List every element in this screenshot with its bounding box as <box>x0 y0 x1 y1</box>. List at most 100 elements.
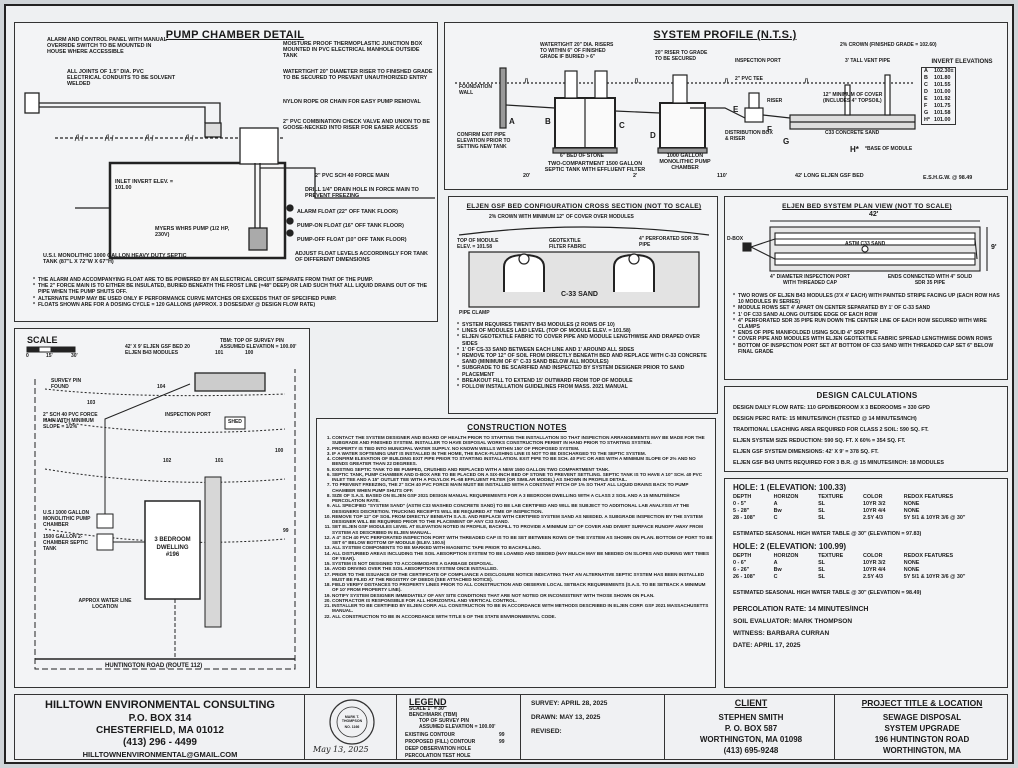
pump-note: THE ALARM AND ACCOMPANYING FLOAT ARE TO … <box>33 277 433 283</box>
invert-title: INVERT ELEVATIONS <box>931 59 993 65</box>
legend-deep-hole: DEEP OBSERVATION HOLE <box>405 746 472 752</box>
site-eljen-bed <box>194 372 266 392</box>
design-row: DESIGN DAILY FLOW RATE: 110 GPD/BEDROOM … <box>733 405 930 411</box>
contour-99: 99 <box>283 528 289 534</box>
pump-note: THE 2" FORCE MAIN IS TO EITHER BE INSULA… <box>33 283 433 295</box>
pump-note: FLOATS SHOWN ARE FOR A DOSING CYCLE = 12… <box>33 302 433 308</box>
scale-tick-30: 30' <box>71 353 78 359</box>
client-title: CLIENT <box>734 698 768 708</box>
design-row: ELJEN GSF B43 UNITS REQUIRED FOR 3 B.R. … <box>733 460 945 466</box>
eljen-label-c33: C-33 SAND <box>561 291 598 298</box>
eljen-note: 1' OF CS-33 SAND BETWEEN EACH LINE AND 1… <box>457 347 715 353</box>
plan-notes: TWO ROWS OF ELJEN B43 MODULES (3'x 4' EA… <box>733 293 1003 355</box>
plan-note: TWO ROWS OF ELJEN B43 MODULES (3'x 4' EA… <box>733 293 1003 305</box>
soil-evaluator: SOIL EVALUATOR: MARK THOMPSON <box>733 618 853 625</box>
site-label-inspection-port: INSPECTION PORT <box>165 412 211 418</box>
site-label-tbm: TBM: TOP OF SURVEY PIN ASSUMED ELEVATION… <box>220 338 297 350</box>
design-row: DESIGN PERC RATE: 15 MINUTES/INCH (TESTE… <box>733 416 917 422</box>
company-name: HILLTOWN ENVIRONMENTAL CONSULTING <box>45 699 275 711</box>
profile-label-eshgw: E.S.H.G.W. @ 98.49 <box>923 175 973 181</box>
profile-label-c33: C33 CONCRETE SAND <box>825 130 880 136</box>
site-label-survey-pin: SURVEY PIN FOUND <box>51 378 82 390</box>
site-plan-drawing <box>26 346 296 670</box>
profile-letter-b: B <box>545 117 551 126</box>
construction-note: PROPERTY IS TIED INTO MUNICIPAL WATER SU… <box>332 446 713 451</box>
legend-assumed: ASSUMED ELEVATION = 100.00' <box>419 724 496 730</box>
eljen-cross-section-title: ELJEN GSF BED CONFIGURATION CROSS SECTIO… <box>466 203 702 210</box>
contour-102: 102 <box>163 458 172 464</box>
plan-dim-9: 9' <box>991 244 997 251</box>
profile-label-cover: 12" MINIMUM OF COVER (INCLUDES 4" TOPSOI… <box>823 92 883 104</box>
plan-note: 4" PERFORATED SDR 35 PIPE RUN DOWN THE C… <box>733 318 1003 330</box>
legend-title: LEGEND <box>409 697 447 707</box>
eljen-note: SYSTEM REQUIRES TWENTY B43 MODULES (2 RO… <box>457 322 715 328</box>
site-pump-chamber <box>96 513 114 529</box>
plan-dim-42: 42' <box>869 211 879 218</box>
contour-101b: 101 <box>215 350 224 356</box>
plan-label-ends: ENDS CONNECTED WITH 4" SOLID SDR 35 PIPE <box>887 274 973 286</box>
client-phone: (413) 695-9248 <box>723 746 779 755</box>
construction-note: REMOVE TOP 12" OF SOIL FROM DIRECTLY BEN… <box>332 514 713 525</box>
seal-number: No. 1166 <box>344 725 360 729</box>
eljen-note: SUBGRADE TO BE SCARIFIED AND INSPECTED B… <box>457 365 715 377</box>
drawn-date: DRAWN: MAY 13, 2025 <box>531 714 601 721</box>
construction-note: ALL CONSTRUCTION TO BE IN ACCORDANCE WIT… <box>332 614 713 619</box>
perc-rate: PERCOLATION RATE: 14 MINUTES/INCH <box>733 606 869 613</box>
eljen-note: BREAKOUT FILL TO EXTEND 15' OUTWARD FROM… <box>457 378 715 384</box>
eljen-note: FOLLOW INSTALLATION GUIDELINES FROM MASS… <box>457 384 715 390</box>
site-dwelling <box>144 500 201 600</box>
pump-label-check-valve: 2" PVC COMBINATION CHECK VALVE AND UNION… <box>283 119 430 132</box>
project-block: PROJECT TITLE & LOCATION SEWAGE DISPOSAL… <box>837 695 1007 759</box>
title-block: HILLTOWN ENVIRONMENTAL CONSULTING P.O. B… <box>14 694 1008 760</box>
foundation-wall <box>499 67 507 129</box>
plan-note: COVER PIPE AND MODULES WITH ELJEN GEOTEX… <box>733 336 1003 342</box>
project-line-1: SEWAGE DISPOSAL <box>882 713 962 722</box>
profile-label-vent: 3' TALL VENT PIPE <box>845 58 891 64</box>
legend-contour-99a: 99 <box>499 732 505 738</box>
construction-note: CONTACT THE SYSTEM DESIGNER AND BOARD OF… <box>332 435 713 446</box>
site-label-dwelling: 3 BEDROOM DWELLING #196 <box>154 537 191 558</box>
eljen-label-crown: 2% CROWN WITH MINIMUM 12" OF COVER OVER … <box>489 214 634 220</box>
scale-tick-15: 15' <box>46 353 53 359</box>
legend-survey-pin: TOP OF SURVEY PIN <box>419 718 469 724</box>
riser <box>239 127 279 165</box>
plan-note: ENDS OF PIPE MANIFOLDED USING SOLID 4" S… <box>733 330 1003 336</box>
junction-box <box>204 122 222 138</box>
legend-scale: SCALE 1" = 30' <box>409 706 445 712</box>
project-line-4: WORTHINGTON, MA <box>882 746 962 755</box>
construction-notes-panel: CONSTRUCTION NOTES CONTACT THE SYSTEM DE… <box>316 418 716 688</box>
plan-label-dbox: D-BOX <box>727 236 744 242</box>
legend-block: LEGEND SCALE 1" = 30' BENCHMARK (TBM) TO… <box>399 695 521 759</box>
site-label-pump-chamber: U.S.I 1000 GALLON MONOLITHIC PUMP CHAMBE… <box>43 510 91 528</box>
contour-104: 104 <box>157 384 166 390</box>
scale-title: SCALE <box>27 335 58 345</box>
control-panel-box <box>24 92 40 114</box>
profile-dim-110: 110' <box>717 173 727 179</box>
pump-label-inlet-invert: INLET INVERT ELEV. = 101.00 <box>115 179 174 192</box>
construction-note: PRIOR TO THE ISSUANCE OF THE CERTIFICATE… <box>332 572 713 583</box>
construction-note: ALL DISTURBED AREAS INCLUDING THE SOIL A… <box>332 551 713 562</box>
myers-pump <box>248 227 268 251</box>
profile-label-septic: TWO-COMPARTMENT 1500 GALLON SEPTIC TANK … <box>544 161 646 174</box>
dates-block: SURVEY: APRIL 28, 2025 DRAWN: MAY 13, 20… <box>523 695 665 759</box>
contour-101: 101 <box>215 458 224 464</box>
profile-label-foundation: FOUNDATION WALL <box>459 84 492 96</box>
pump-label-junction-box: MOISTURE PROOF THERMOPLASTIC JUNCTION BO… <box>283 41 423 60</box>
profile-label-stone: 6" BED OF STONE <box>560 153 604 159</box>
company-email: HILLTOWNENVIRONMENTAL@GMAIL.COM <box>82 750 238 759</box>
eljen-note: ELJEN GEOTEXTILE FABRIC TO COVER PIPE AN… <box>457 334 715 346</box>
profile-label-bed: 42' LONG ELJEN GSF BED <box>795 173 864 179</box>
signature-date: May 13, 2025 <box>313 745 369 754</box>
